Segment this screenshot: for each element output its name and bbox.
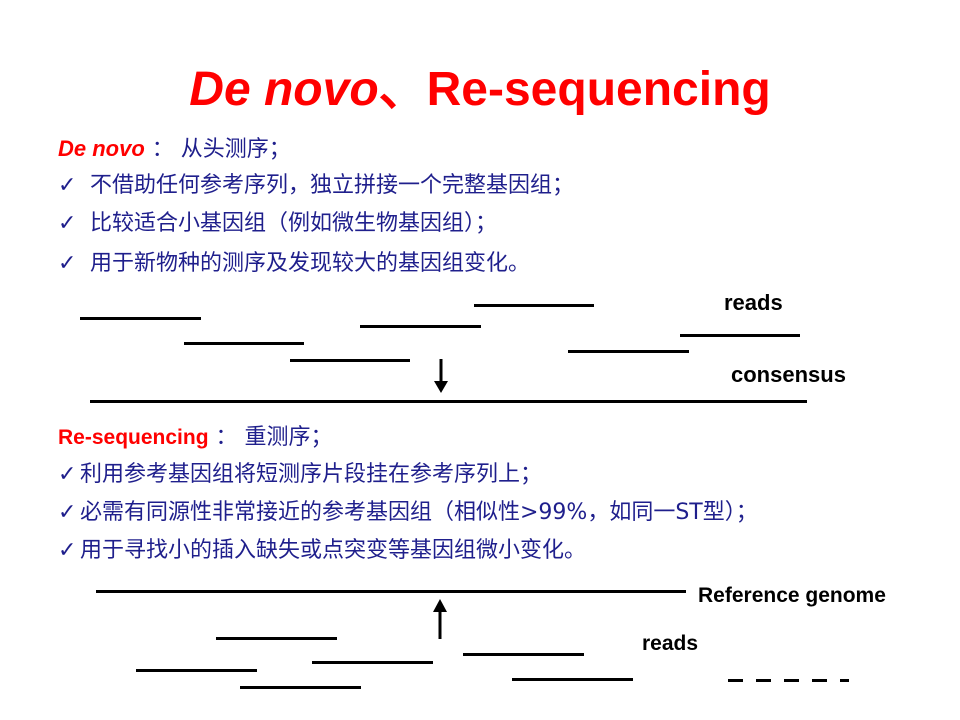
check-icon: ✓ — [58, 500, 77, 525]
denovo-bullet-text: 比较适合小基因组（例如微生物基因组）； — [90, 211, 498, 236]
read-segment — [463, 653, 584, 656]
dash-segment — [812, 679, 827, 682]
reference-genome-line — [96, 590, 686, 593]
denovo-desc: 从头测序； — [180, 137, 291, 162]
denovo-bullet-text: 不借助任何参考序列，独立拼接一个完整基因组； — [90, 173, 575, 198]
read-segment — [474, 304, 594, 307]
read-segment — [184, 342, 304, 345]
denovo-bullet-text: 用于新物种的测序及发现较大的基因组变化。 — [90, 251, 531, 276]
read-segment — [240, 686, 361, 689]
denovo-reads-label: reads — [724, 290, 783, 315]
reseq-colon: ： — [208, 425, 238, 450]
read-segment — [568, 350, 689, 353]
read-segment — [136, 669, 257, 672]
up-arrow-icon — [433, 599, 447, 639]
read-segment — [312, 661, 433, 664]
denovo-bullet-3: ✓ 用于新物种的测序及发现较大的基因组变化。 — [58, 249, 530, 279]
read-segment — [290, 359, 410, 362]
reseq-reads-label: reads — [642, 632, 699, 655]
check-icon: ✓ — [58, 173, 77, 198]
reseq-bullet-2: ✓必需有同源性非常接近的参考基因组（相似性>99%，如同一ST型）； — [58, 498, 758, 528]
slide-title: De novo、Re-sequencing — [0, 60, 960, 120]
dash-segment — [728, 679, 743, 682]
reseq-bullet-text: 必需有同源性非常接近的参考基因组（相似性>99%，如同一ST型）； — [80, 500, 758, 525]
read-segment — [360, 325, 481, 328]
denovo-label: De novo — [58, 136, 145, 161]
reseq-heading: Re-sequencing ： 重测序； — [58, 423, 333, 453]
reference-genome-label: Reference genome — [698, 584, 886, 607]
reseq-label: Re-sequencing — [58, 426, 209, 449]
reseq-bullet-3: ✓用于寻找小的插入缺失或点突变等基因组微小变化。 — [58, 536, 586, 566]
title-resequencing: 、Re-sequencing — [378, 63, 771, 116]
read-segment — [216, 637, 337, 640]
dash-segment — [756, 679, 771, 682]
read-segment — [512, 678, 633, 681]
consensus-line — [90, 400, 807, 403]
check-icon: ✓ — [58, 211, 77, 236]
reseq-bullet-text: 利用参考基因组将短测序片段挂在参考序列上； — [80, 462, 543, 487]
dash-segment — [784, 679, 799, 682]
reseq-bullet-1: ✓利用参考基因组将短测序片段挂在参考序列上； — [58, 460, 542, 490]
dash-segment — [840, 679, 849, 682]
reseq-bullet-text: 用于寻找小的插入缺失或点突变等基因组微小变化。 — [80, 538, 587, 563]
reseq-desc: 重测序； — [244, 425, 333, 450]
read-segment — [80, 317, 201, 320]
denovo-colon: ： — [144, 137, 174, 162]
title-de-novo: De novo — [189, 63, 379, 116]
denovo-heading: De novo ： 从头测序； — [58, 134, 291, 165]
check-icon: ✓ — [58, 462, 77, 487]
down-arrow-icon — [434, 359, 448, 393]
denovo-bullet-2: ✓ 比较适合小基因组（例如微生物基因组）； — [58, 209, 497, 239]
denovo-bullet-1: ✓ 不借助任何参考序列，独立拼接一个完整基因组； — [58, 171, 574, 201]
check-icon: ✓ — [58, 251, 77, 276]
consensus-label: consensus — [731, 362, 846, 387]
read-segment — [680, 334, 800, 337]
check-icon: ✓ — [58, 538, 77, 563]
